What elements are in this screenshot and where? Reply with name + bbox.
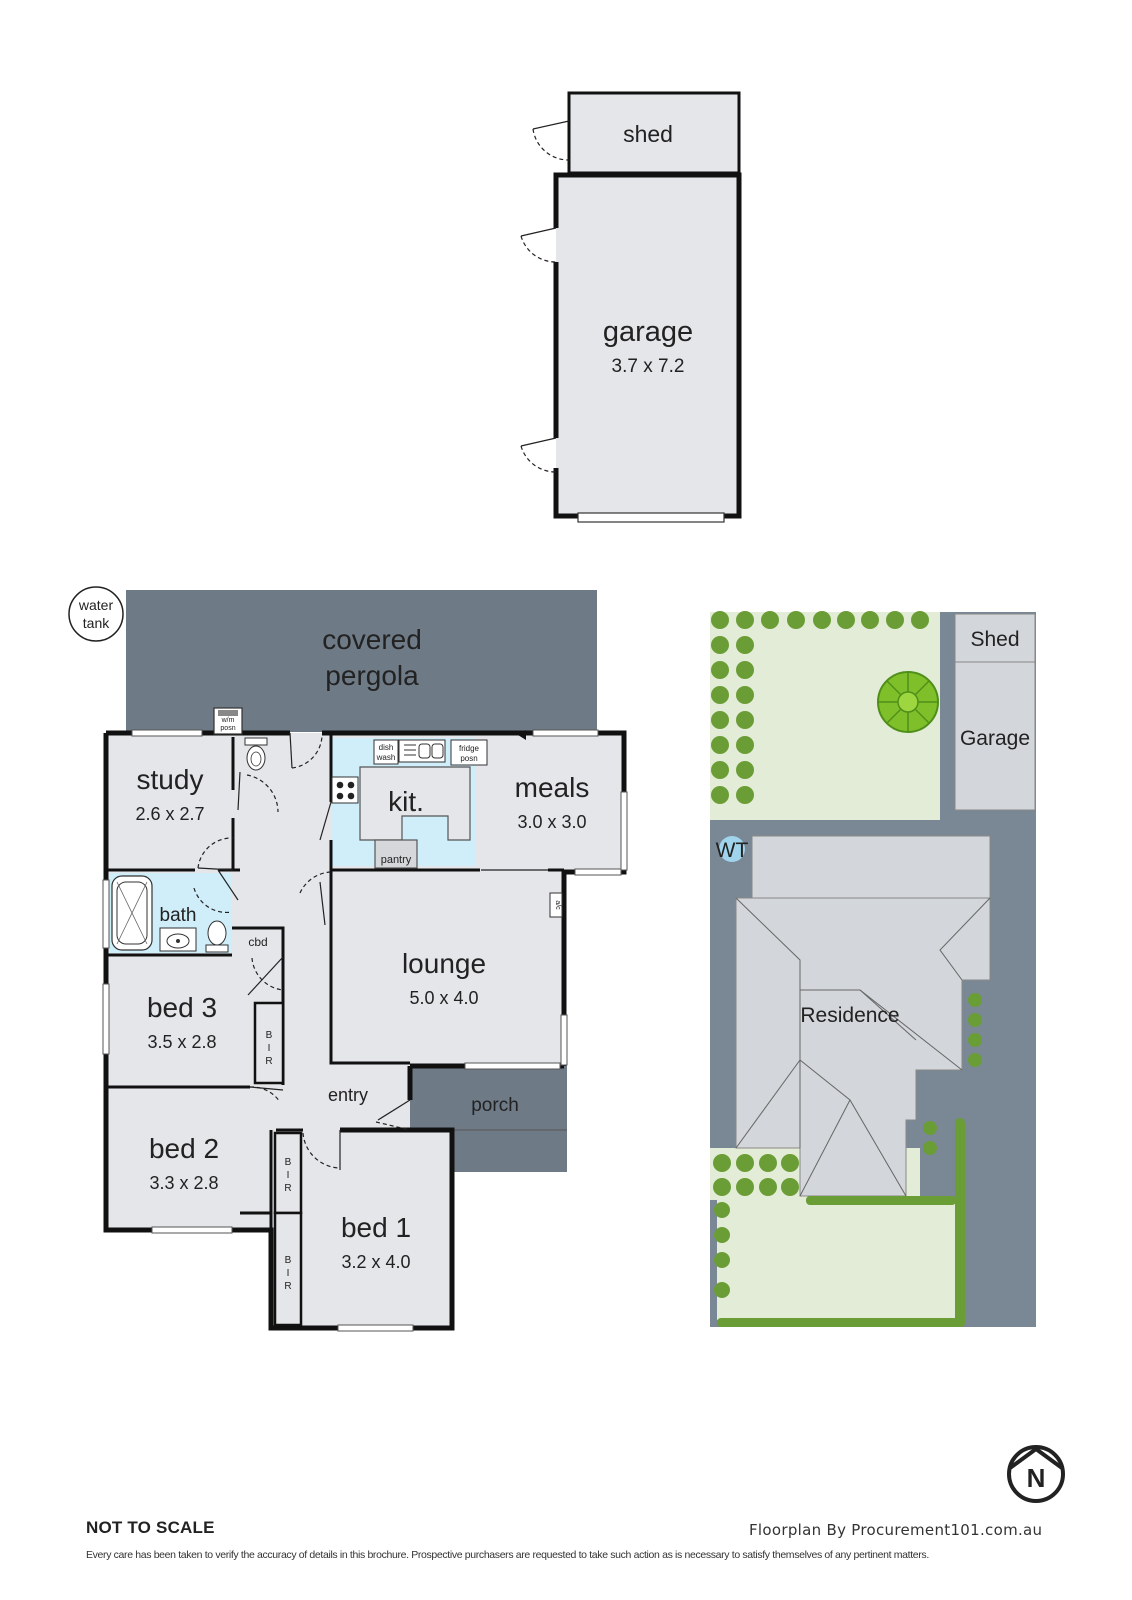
air-conditioner: a/c	[549, 892, 563, 918]
front-lawn	[717, 1200, 957, 1320]
svg-text:R: R	[284, 1281, 291, 1292]
water-tank: water tank	[68, 586, 124, 642]
svg-text:fridge: fridge	[459, 744, 480, 753]
shed-label: shed	[623, 121, 673, 147]
study-label: study	[137, 764, 204, 795]
bed3-size: 3.5 x 2.8	[147, 1032, 216, 1052]
entry-arrow-icon	[518, 730, 526, 740]
pantry	[374, 839, 418, 869]
entry-label: entry	[328, 1085, 368, 1105]
site-garage	[954, 661, 1036, 811]
svg-text:wash: wash	[376, 753, 396, 762]
svg-text:water: water	[78, 597, 114, 613]
bed2-label: bed 2	[149, 1133, 219, 1164]
svg-text:I: I	[287, 1170, 290, 1181]
meals-size: 3.0 x 3.0	[517, 812, 586, 832]
north-compass-icon: N	[1007, 1445, 1065, 1503]
disclaimer-text: Every care has been taken to verify the …	[86, 1549, 929, 1561]
lounge-label: lounge	[402, 948, 486, 979]
site-plan: Shed Garage Residence WT	[710, 611, 1036, 1327]
site-wt-label: WT	[716, 839, 749, 862]
residence-roof	[735, 835, 991, 1197]
svg-text:posn: posn	[220, 725, 235, 732]
svg-text:R: R	[284, 1183, 291, 1194]
porch-label: porch	[471, 1095, 519, 1116]
toilet-icon	[205, 920, 229, 953]
tree-icon	[877, 671, 939, 733]
garage-size: 3.7 x 7.2	[612, 356, 685, 377]
bathtub-icon	[111, 875, 153, 951]
garage-label: garage	[603, 316, 693, 348]
bed1-size: 3.2 x 4.0	[341, 1252, 410, 1272]
not-to-scale-label: NOT TO SCALE	[86, 1518, 215, 1537]
pantry-label: pantry	[381, 854, 412, 866]
covered-pergola	[126, 590, 597, 732]
cbd-label: cbd	[248, 935, 267, 949]
pergola-label-2: pergola	[325, 660, 419, 691]
fixtures: w/m posn	[68, 586, 563, 953]
garage-room	[556, 175, 739, 516]
toilet-icon	[244, 737, 268, 771]
svg-text:tank: tank	[83, 615, 110, 631]
study-size: 2.6 x 2.7	[135, 804, 204, 824]
pergola-label-1: covered	[322, 624, 422, 655]
garage-block: shed garage 3.7 x 7.2	[520, 91, 742, 523]
site-shed	[954, 613, 1036, 663]
bath-label: bath	[160, 905, 197, 926]
windows	[102, 729, 628, 1332]
kit-label: kit.	[388, 786, 424, 817]
wardrobe-labels: B I R B I R B I R	[265, 1030, 291, 1292]
floorplan-credit: Floorplan By Procurement101.com.au	[749, 1521, 1043, 1539]
wardrobes	[253, 1001, 303, 1327]
stove-icon	[331, 776, 359, 804]
svg-text:dish: dish	[379, 743, 394, 752]
interior-doors	[193, 732, 548, 1170]
bed3-wardrobe	[253, 1001, 285, 1085]
house-plan: B I R B I R B I R	[68, 586, 628, 1332]
bed1-wardrobe	[273, 1211, 303, 1327]
lounge-size: 5.0 x 4.0	[409, 988, 478, 1008]
svg-text:w/m: w/m	[221, 717, 235, 724]
svg-text:B: B	[285, 1255, 292, 1266]
svg-text:R: R	[265, 1056, 272, 1067]
site-garage-label: Garage	[960, 727, 1030, 750]
kitchen-bench	[359, 766, 471, 841]
bed2-wardrobe	[273, 1131, 303, 1215]
garage-door	[577, 512, 725, 523]
site-shed-label: Shed	[970, 628, 1019, 651]
dishwasher: dish wash	[373, 739, 399, 765]
garage-walls	[553, 172, 742, 519]
basin-icon	[159, 927, 197, 952]
house-interior	[106, 733, 624, 1328]
residence-label: Residence	[800, 1004, 899, 1027]
svg-text:posn: posn	[460, 754, 477, 763]
bed3-label: bed 3	[147, 992, 217, 1023]
hedges	[711, 611, 982, 1327]
svg-text:I: I	[287, 1268, 290, 1279]
svg-text:B: B	[266, 1030, 273, 1041]
site-water-tank	[719, 836, 745, 862]
porch-area	[410, 1066, 567, 1172]
svg-text:a/c: a/c	[554, 900, 561, 910]
bed2-size: 3.3 x 2.8	[149, 1173, 218, 1193]
room-labels: covered pergola study 2.6 x 2.7 kit. pan…	[135, 624, 589, 1272]
north-letter: N	[1027, 1463, 1046, 1493]
garage-door-swings	[520, 120, 570, 473]
bed1-label: bed 1	[341, 1212, 411, 1243]
svg-text:B: B	[285, 1157, 292, 1168]
sink-icon	[398, 739, 446, 763]
svg-text:I: I	[268, 1043, 271, 1054]
meals-label: meals	[515, 772, 590, 803]
fridge-position: fridge posn	[450, 739, 488, 766]
